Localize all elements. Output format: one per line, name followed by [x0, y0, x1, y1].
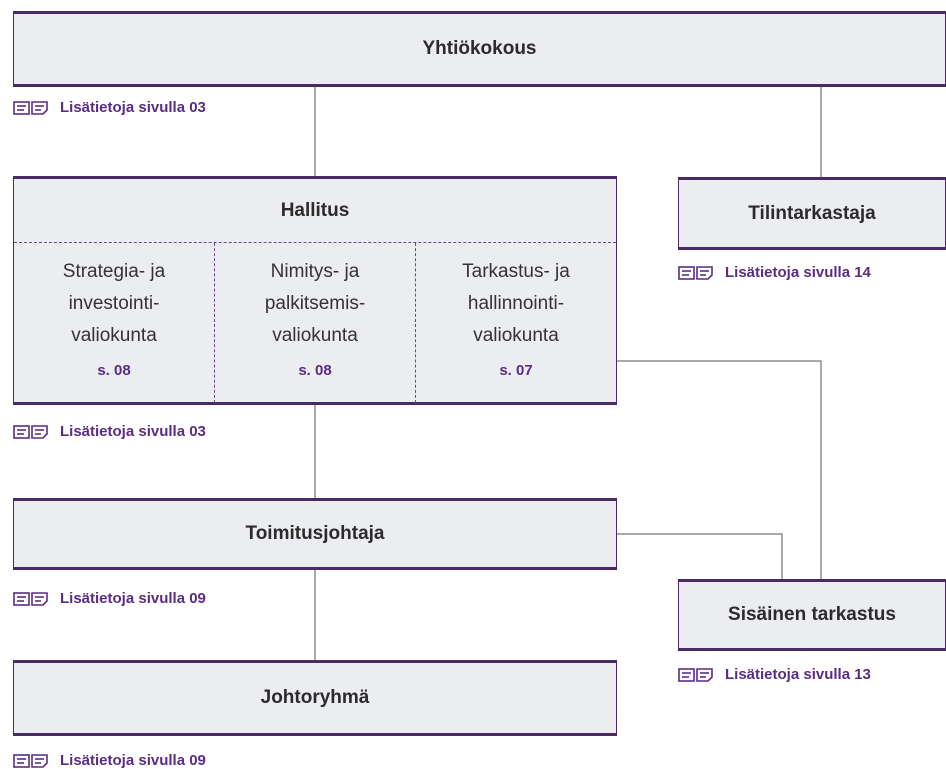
committee-name: Nimitys- ja palkitsemis- valiokunta [264, 261, 366, 346]
tilintarkastaja-box: Tilintarkastaja [678, 177, 946, 250]
document-lines-icon [13, 753, 48, 768]
reference-text: Lisätietoja sivulla 03 [60, 423, 206, 440]
connector-toimitusjohtaja-sisainen [617, 533, 783, 579]
committee-nimitys: Nimitys- ja palkitsemis- valiokunta s. 0… [214, 243, 415, 403]
committee-page-ref[interactable]: s. 07 [499, 362, 533, 379]
sisainen-tarkastus-label: Sisäinen tarkastus [728, 604, 896, 625]
committee-name: Tarkastus- ja hallinnointi- valiokunta [462, 261, 570, 346]
connector-tarkastusvaliokunta-sisainen [617, 360, 822, 579]
reference-text: Lisätietoja sivulla 14 [725, 264, 871, 281]
hallitus-reference[interactable]: Lisätietoja sivulla 03 [13, 423, 206, 440]
johtoryhma-box: Johtoryhmä [13, 660, 617, 736]
hallitus-label: Hallitus [14, 179, 616, 243]
yhtiokokous-label: Yhtiökokous [422, 38, 537, 59]
document-lines-icon [13, 591, 48, 606]
reference-text: Lisätietoja sivulla 13 [725, 666, 871, 683]
hallitus-box: Hallitus Strategia- ja investointi- vali… [13, 176, 617, 405]
committees: Strategia- ja investointi- valiokunta s.… [14, 243, 616, 403]
document-lines-icon [13, 100, 48, 115]
sisainen-tarkastus-reference[interactable]: Lisätietoja sivulla 13 [678, 666, 871, 683]
committee-tarkastus: Tarkastus- ja hallinnointi- valiokunta s… [415, 243, 616, 403]
committee-page-ref[interactable]: s. 08 [298, 362, 332, 379]
toimitusjohtaja-box: Toimitusjohtaja [13, 498, 617, 570]
yhtiokokous-box: Yhtiökokous [13, 11, 946, 87]
document-lines-icon [678, 667, 713, 682]
tilintarkastaja-reference[interactable]: Lisätietoja sivulla 14 [678, 264, 871, 281]
document-lines-icon [13, 424, 48, 439]
committee-page-ref[interactable]: s. 08 [97, 362, 131, 379]
toimitusjohtaja-label: Toimitusjohtaja [245, 523, 385, 544]
reference-text: Lisätietoja sivulla 09 [60, 752, 206, 769]
johtoryhma-label: Johtoryhmä [260, 687, 370, 708]
reference-text: Lisätietoja sivulla 09 [60, 590, 206, 607]
johtoryhma-reference[interactable]: Lisätietoja sivulla 09 [13, 752, 206, 769]
toimitusjohtaja-reference[interactable]: Lisätietoja sivulla 09 [13, 590, 206, 607]
document-lines-icon [678, 265, 713, 280]
yhtiokokous-reference[interactable]: Lisätietoja sivulla 03 [13, 99, 206, 116]
committee-strategia: Strategia- ja investointi- valiokunta s.… [14, 243, 214, 403]
committee-name: Strategia- ja investointi- valiokunta [62, 261, 166, 346]
sisainen-tarkastus-box: Sisäinen tarkastus [678, 579, 946, 651]
reference-text: Lisätietoja sivulla 03 [60, 99, 206, 116]
tilintarkastaja-label: Tilintarkastaja [748, 202, 876, 224]
